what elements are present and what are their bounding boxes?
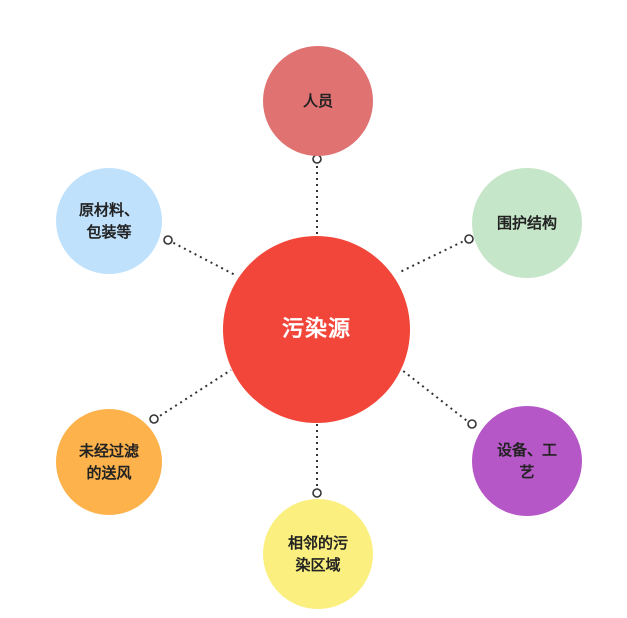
node-unfiltered-supply-air-label: 未经过滤 的送风 [78,442,139,482]
connector-right [399,238,469,273]
node-personnel: 人员 [263,46,373,156]
node-enclosure-structure-label: 围护结构 [496,214,557,232]
connector-left [167,239,238,277]
node-equipment-process: 设备、工 艺 [472,406,582,516]
node-equipment-process-label: 设备、工 艺 [496,441,557,481]
node-personnel-label: 人员 [302,92,333,110]
connector-bottom-left [154,369,232,420]
node-unfiltered-supply-air: 未经过滤 的送风 [56,409,162,515]
node-adjacent-contaminated-area: 相邻的污 染区域 [263,499,373,609]
connector-dot-bottom [312,488,322,498]
center-node-label: 污染源 [281,316,351,342]
connector-dot-bottom-right [467,419,477,429]
connector-bottom-right [401,369,472,425]
node-adjacent-contaminated-area-label: 相邻的污 染区域 [287,534,348,574]
connector-dot-left [163,235,173,245]
node-enclosure-structure: 围护结构 [472,168,582,278]
node-raw-materials-packaging: 原材料、 包装等 [56,168,162,274]
center-node: 污染源 [223,236,410,423]
connector-dot-bottom-left [149,414,159,424]
connector-dot-top [312,154,322,164]
node-raw-materials-packaging-label: 原材料、 包装等 [78,201,139,241]
connector-dot-right [464,234,474,244]
